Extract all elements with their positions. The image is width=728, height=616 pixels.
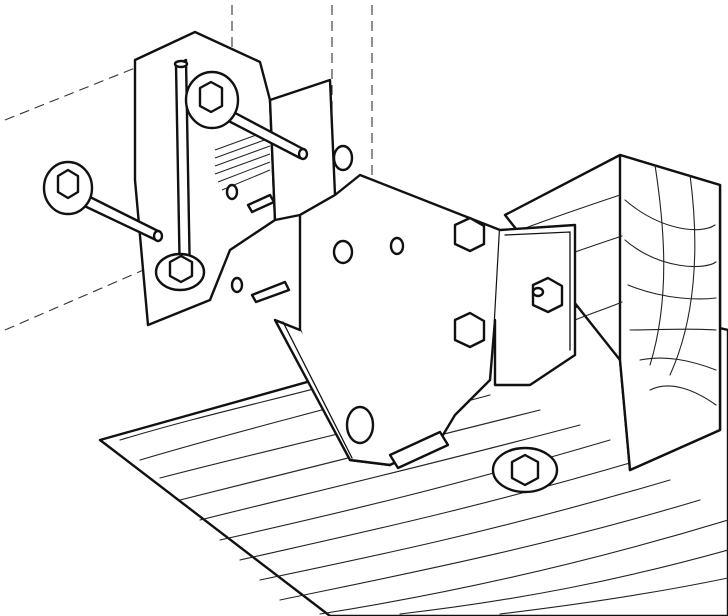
hole-icon [332, 144, 354, 172]
hex-bolt-head-icon [168, 254, 194, 284]
bracket-rods [246, 193, 291, 304]
hole-icon [332, 239, 354, 265]
hole-icon [389, 236, 405, 256]
bolt-base [154, 252, 206, 292]
bracket [133, 30, 577, 470]
end-grain [624, 164, 717, 406]
lag-bolt-front [491, 446, 559, 494]
hole-icon [225, 183, 239, 201]
hole-icon [345, 405, 375, 445]
hex-bolt-head-icon [510, 453, 540, 487]
hex-bolt-head-icon [198, 80, 224, 114]
lag-bolt-left [42, 160, 164, 243]
hex-bolt-head-icon [56, 168, 80, 200]
hex-nuts [453, 216, 564, 349]
hex-nut-icon [453, 216, 486, 253]
hole-icon [230, 276, 244, 294]
hex-nut-icon [453, 311, 486, 349]
bracket-holes [225, 144, 405, 445]
hex-nut-icon [531, 276, 564, 314]
lag-bolt-top [184, 70, 309, 161]
